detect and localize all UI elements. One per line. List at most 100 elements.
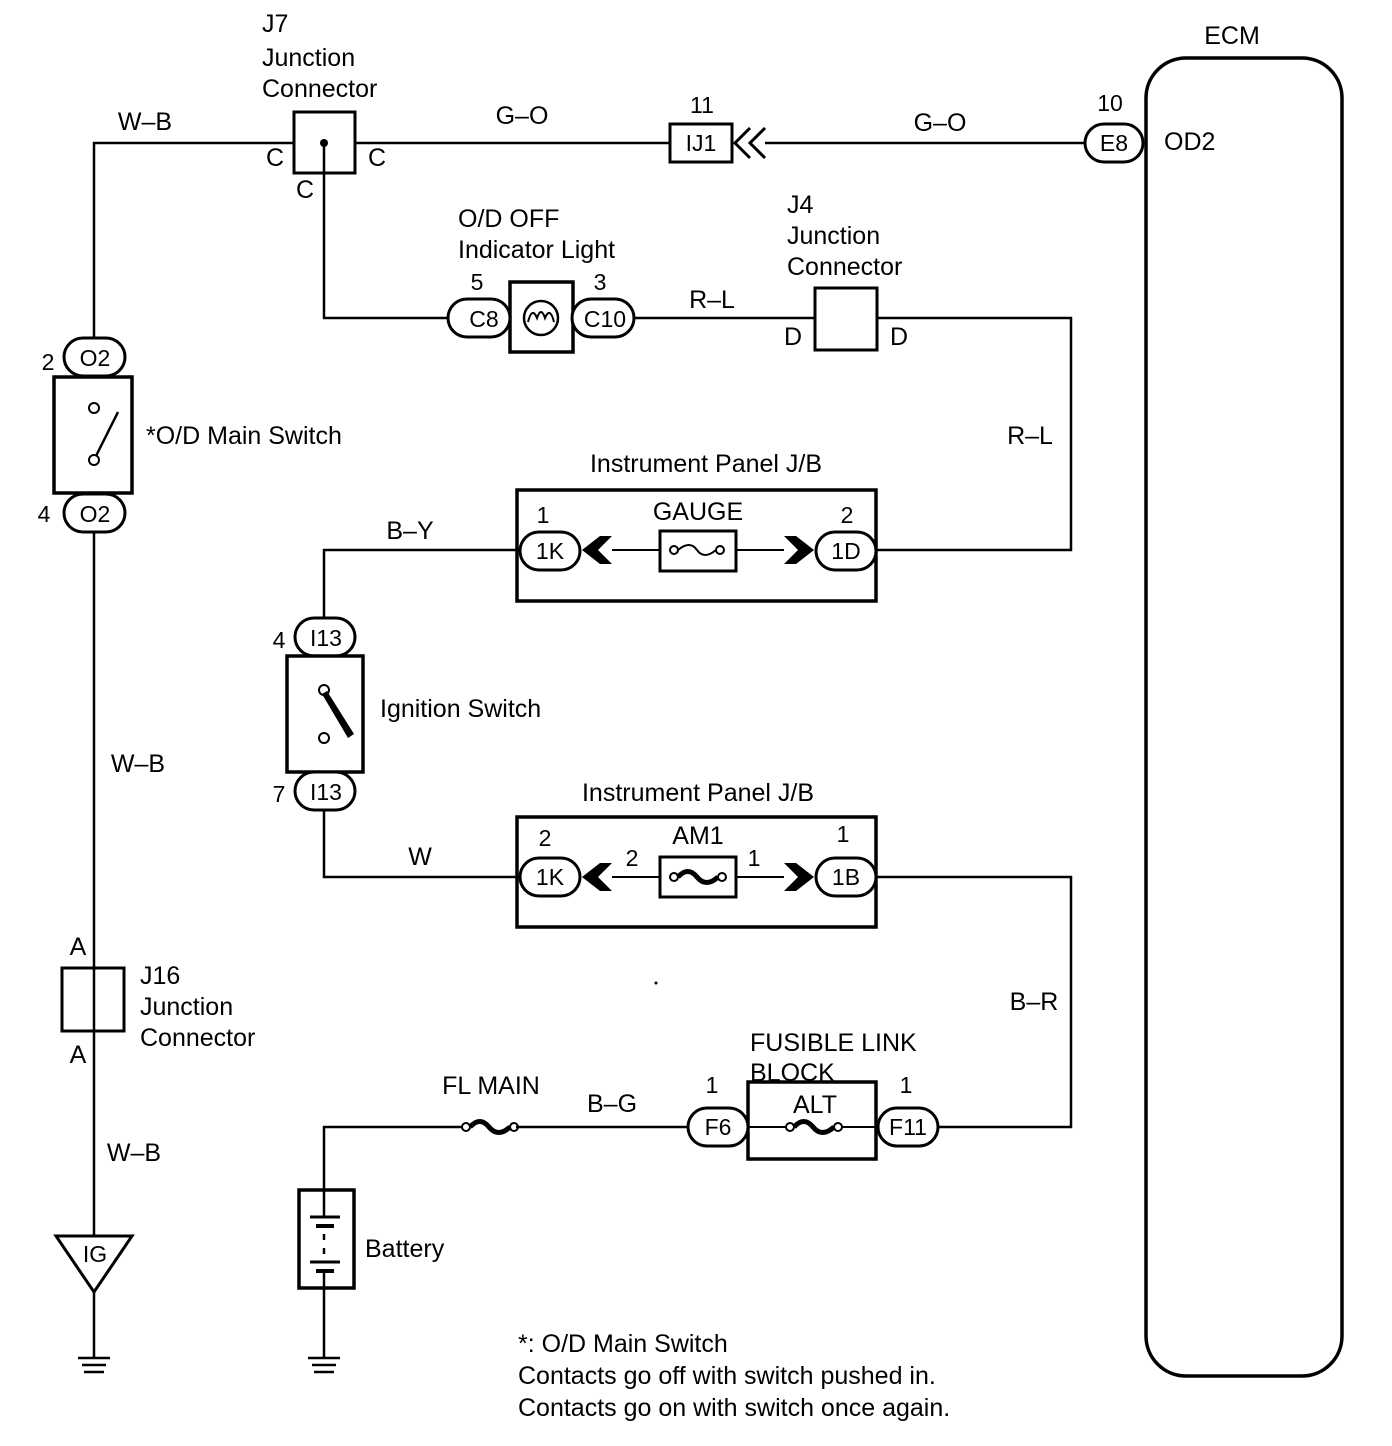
wire-label-b-g: B–G: [587, 1090, 637, 1118]
fusible-link-block: FUSIBLE LINK BLOCK ALT 1 1 F6 F11: [686, 1029, 940, 1161]
jb-am1-fuse-box: [658, 855, 738, 899]
od-switch-bottom-pin: 4: [38, 501, 51, 527]
ecm-pin-number: 10: [1097, 90, 1123, 116]
jb-gauge-title: Instrument Panel J/B: [590, 450, 822, 478]
ij1-chevron-1: [732, 126, 752, 160]
fusible-link-right-pin: 1: [900, 1072, 913, 1098]
j4-name: J4: [787, 191, 814, 219]
ignition-bottom-pin: 7: [273, 781, 286, 807]
wire-label-r-l-right: R–L: [1007, 422, 1053, 450]
ig-triangle-icon: [53, 1234, 135, 1295]
wire-w-b-top: [92, 141, 293, 338]
ij1-connector: 11 IJ1: [668, 92, 767, 164]
jb-am1-left-pin: 2: [539, 825, 552, 851]
j7-name: J7: [262, 10, 288, 38]
jb-gauge-1d-pill: [814, 530, 878, 572]
fl-main-fuse-icon: [468, 1119, 512, 1135]
od-switch-bottom-label: O2: [80, 501, 111, 527]
j4-pin-left: D: [784, 323, 802, 351]
f6-label: F6: [705, 1114, 732, 1140]
jb-am1-right-arrowhead-icon: [784, 863, 814, 891]
wire-label-w-b-mid: W–B: [111, 750, 165, 778]
note-line3: Contacts go on with switch once again.: [518, 1394, 950, 1422]
jb-gauge-fuse-label: GAUGE: [653, 498, 743, 526]
c8-connector-pill: [446, 297, 512, 339]
jb-gauge-left-arrowhead-icon: [582, 536, 612, 564]
ignition-bottom-label: I13: [310, 779, 342, 805]
c10-connector-pill: [570, 297, 636, 339]
j7-junction-dot: [320, 139, 328, 147]
jb-gauge-right-arrowhead-icon: [784, 536, 814, 564]
f11-label: F11: [889, 1114, 927, 1140]
wires: [92, 139, 1085, 1358]
od-off-indicator-light: O/D OFF Indicator Light 5 3 C8 C10: [446, 205, 636, 354]
ecm-connector-pill: [1083, 122, 1145, 164]
wire-label-w-b-top: W–B: [118, 108, 172, 136]
indicator-body: [508, 280, 575, 354]
ignition-contact-bottom: [318, 732, 330, 744]
jb-gauge-1d-label: 1D: [831, 538, 860, 564]
alt-fuse-icon: [792, 1119, 836, 1135]
jb-gauge-1k-label: 1K: [536, 538, 565, 564]
fusible-link-left-pin: 1: [706, 1072, 719, 1098]
fuse-am1-end-left: [669, 872, 679, 882]
fuse-am1-end-right: [717, 872, 727, 882]
fl-main-end-left: [461, 1122, 471, 1132]
od-switch-label: *O/D Main Switch: [146, 422, 342, 450]
wire-b-r: [876, 875, 1073, 1129]
ecm-box: [1144, 56, 1344, 1378]
ignition-label: Ignition Switch: [380, 695, 541, 723]
c10-label: C10: [584, 306, 626, 332]
instrument-panel-jb-am1: Instrument Panel J/B 2 1 AM1 2 1 1K 1B: [515, 779, 878, 929]
od-switch-top-label: O2: [80, 345, 111, 371]
ignition-top-pin: 4: [273, 627, 286, 653]
ignition-body: [285, 654, 365, 774]
jb-am1-right-pin: 1: [837, 821, 850, 847]
bulb-filament-icon: [527, 311, 555, 323]
od-switch-contact-top: [88, 402, 100, 414]
wire-label-g-o-left: G–O: [496, 102, 549, 130]
fuse-gauge-icon: [677, 544, 717, 556]
ecm-terminal-name: OD2: [1164, 128, 1215, 156]
jb-am1-1b-pill: [814, 856, 878, 898]
j4-pin-right: D: [890, 323, 908, 351]
footnote: *: O/D Main Switch Contacts go off with …: [518, 1330, 950, 1422]
battery: Battery: [297, 1188, 445, 1290]
fuse-am1-icon: [676, 869, 720, 885]
j7-pin-bottom: C: [296, 176, 314, 204]
j7-line2: Connector: [262, 75, 377, 103]
j16-line2: Connector: [140, 1024, 255, 1052]
indicator-right-pin: 3: [594, 269, 607, 295]
ground-left-icon: [78, 1356, 110, 1374]
ground-battery-icon: [308, 1356, 340, 1374]
battery-label: Battery: [365, 1235, 445, 1263]
jb-am1-1k-pill: [518, 856, 582, 898]
j16-box: [60, 966, 126, 1033]
wire-b-y: [322, 548, 520, 618]
j16-pin-bottom: A: [70, 1041, 87, 1069]
wire-label-w: W: [408, 843, 432, 871]
j16-name: J16: [140, 962, 180, 990]
indicator-line1: O/D OFF: [458, 205, 559, 233]
od-switch-top-pin: 2: [42, 349, 55, 375]
jb-am1-1k-label: 1K: [536, 864, 565, 890]
speck: [654, 981, 658, 985]
jb-gauge-left-pin: 1: [537, 502, 550, 528]
alt-end-right: [833, 1122, 843, 1132]
j4-junction-connector: J4 Junction Connector D D: [784, 191, 908, 352]
ij1-label: IJ1: [686, 130, 717, 156]
jb-am1-1b-label: 1B: [832, 864, 860, 890]
battery-box: [297, 1188, 356, 1290]
fusible-link-line1: FUSIBLE LINK: [750, 1029, 917, 1057]
fuse-gauge-end-right: [715, 545, 725, 555]
jb-gauge-fuse-box: [658, 529, 738, 573]
c8-label: C8: [469, 306, 498, 332]
od-main-switch: 2 O2 *O/D Main Switch 4 O2: [38, 336, 342, 534]
j4-line2: Connector: [787, 253, 902, 281]
ignition-switch: 4 I13 Ignition Switch 7 I13: [273, 616, 541, 812]
fl-main-fuse: FL MAIN: [442, 1072, 540, 1135]
instrument-panel-jb-gauge: Instrument Panel J/B 1 2 GAUGE 1K 1D: [515, 450, 878, 603]
od-switch-contact-bottom: [88, 454, 100, 466]
j16-line1: Junction: [140, 993, 233, 1021]
bulb-icon: [522, 299, 560, 337]
